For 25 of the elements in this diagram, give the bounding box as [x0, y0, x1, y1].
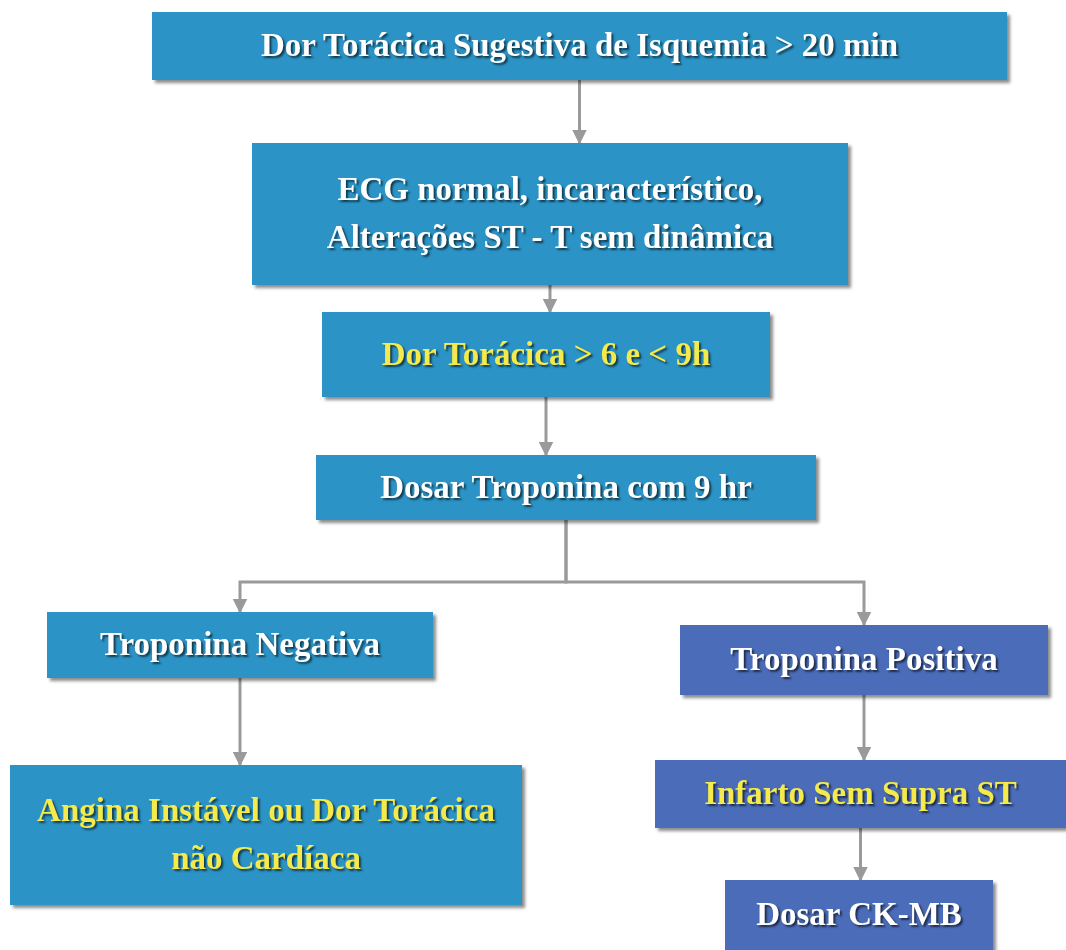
process-box [152, 12, 1007, 80]
process-box [680, 625, 1048, 695]
process-box [10, 765, 522, 905]
arrow [542, 285, 558, 314]
box-text: Dor Torácica Sugestiva de Isquemia > 20 min [261, 26, 898, 66]
box-text: Troponina Positiva [730, 640, 998, 680]
box-text: Infarto Sem Supra ST [704, 774, 1017, 814]
arrow [856, 695, 872, 762]
process-box [655, 760, 1066, 828]
box-text: Dosar CK-MB [756, 895, 962, 935]
process-box [252, 143, 848, 285]
box-text: Angina Instável ou Dor Torácica não Cardíaca [36, 791, 496, 878]
process-box [322, 312, 770, 397]
process-box [725, 880, 993, 950]
process-box [47, 612, 433, 678]
arrow [232, 678, 248, 767]
process-box [316, 455, 816, 520]
arrow [853, 828, 868, 882]
box-text: Dor Torácica > 6 e < 9h [381, 334, 711, 374]
arrow [538, 397, 554, 457]
arrow [572, 80, 587, 145]
box-text: Dosar Troponina com 9 hr [380, 467, 752, 507]
arrow [564, 520, 872, 627]
box-text: ECG normal, incaracterístico, Alterações ST - T sem dinâmica [325, 170, 775, 257]
box-text: Troponina Negativa [99, 625, 381, 665]
